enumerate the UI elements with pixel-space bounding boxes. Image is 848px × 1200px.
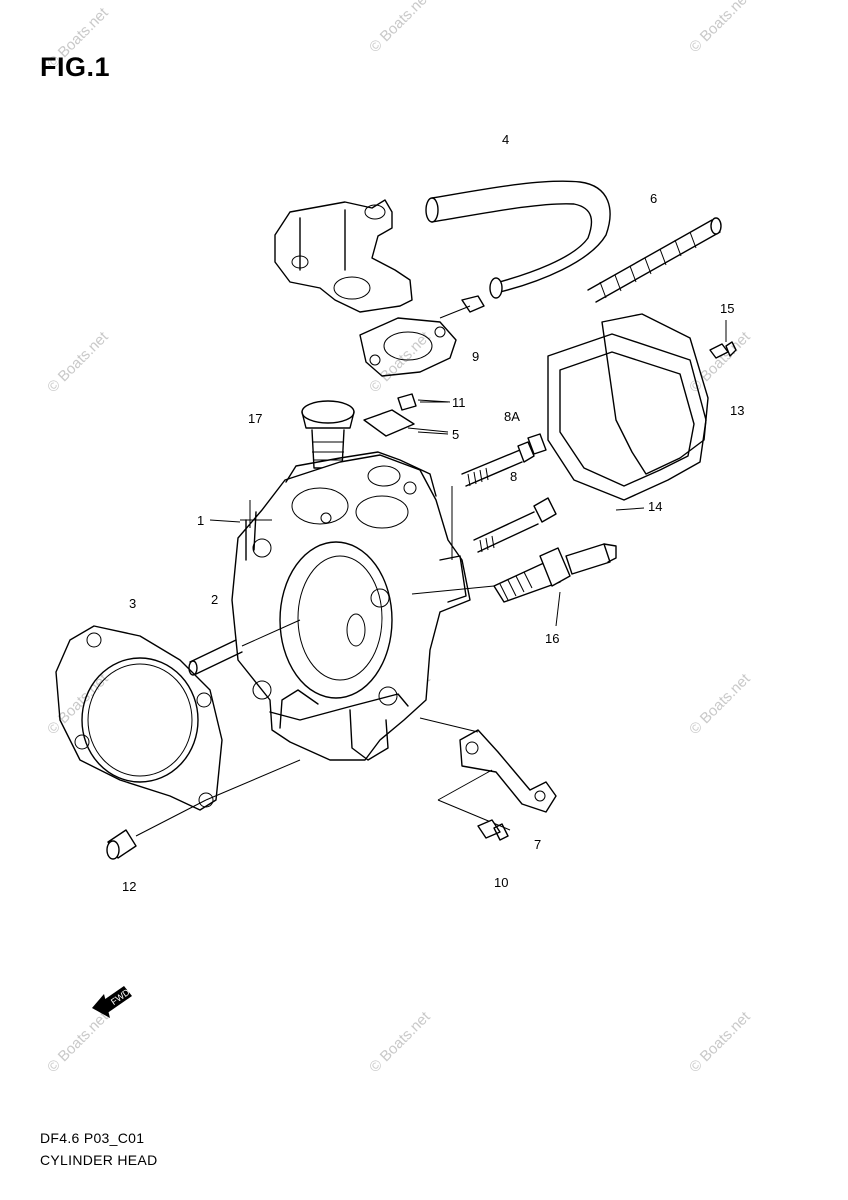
callout-7: 7	[534, 837, 542, 852]
callout-6: 6	[650, 191, 658, 206]
callout-4: 4	[502, 132, 510, 147]
figure-code: DF4.6 P03_C01	[40, 1130, 145, 1146]
callout-11: 11	[452, 395, 466, 410]
callout-2: 2	[211, 592, 219, 607]
callout-8: 8	[510, 469, 518, 484]
long-bolts	[451, 433, 557, 560]
callout-16: 16	[545, 631, 560, 646]
callout-13: 13	[730, 403, 745, 418]
thermostat-cover	[274, 199, 457, 377]
thermostat	[301, 393, 451, 469]
bracket	[419, 717, 557, 841]
cylinder-head	[231, 451, 471, 761]
cover-gaskets	[547, 313, 709, 501]
callout-14: 14	[648, 499, 663, 514]
spiral-protector	[587, 217, 722, 303]
collar	[106, 799, 207, 860]
forward-arrow-icon	[92, 986, 132, 1018]
callout-17: 17	[248, 411, 263, 426]
callout-3: 3	[129, 596, 137, 611]
callout-5: 5	[452, 427, 460, 442]
callout-8a: 8A	[504, 409, 520, 424]
head-gasket	[55, 625, 301, 811]
callout-9: 9	[472, 349, 480, 364]
bolt-15	[709, 320, 737, 359]
callout-10: 10	[494, 875, 509, 890]
figure-title: FIG.1	[40, 52, 111, 82]
spark-plug	[411, 543, 617, 603]
water-hose	[425, 180, 611, 319]
callout-1: 1	[197, 513, 205, 528]
leader-lines	[209, 401, 645, 627]
figure-name: CYLINDER HEAD	[40, 1152, 158, 1168]
callout-15: 15	[720, 301, 735, 316]
callout-12: 12	[122, 879, 137, 894]
